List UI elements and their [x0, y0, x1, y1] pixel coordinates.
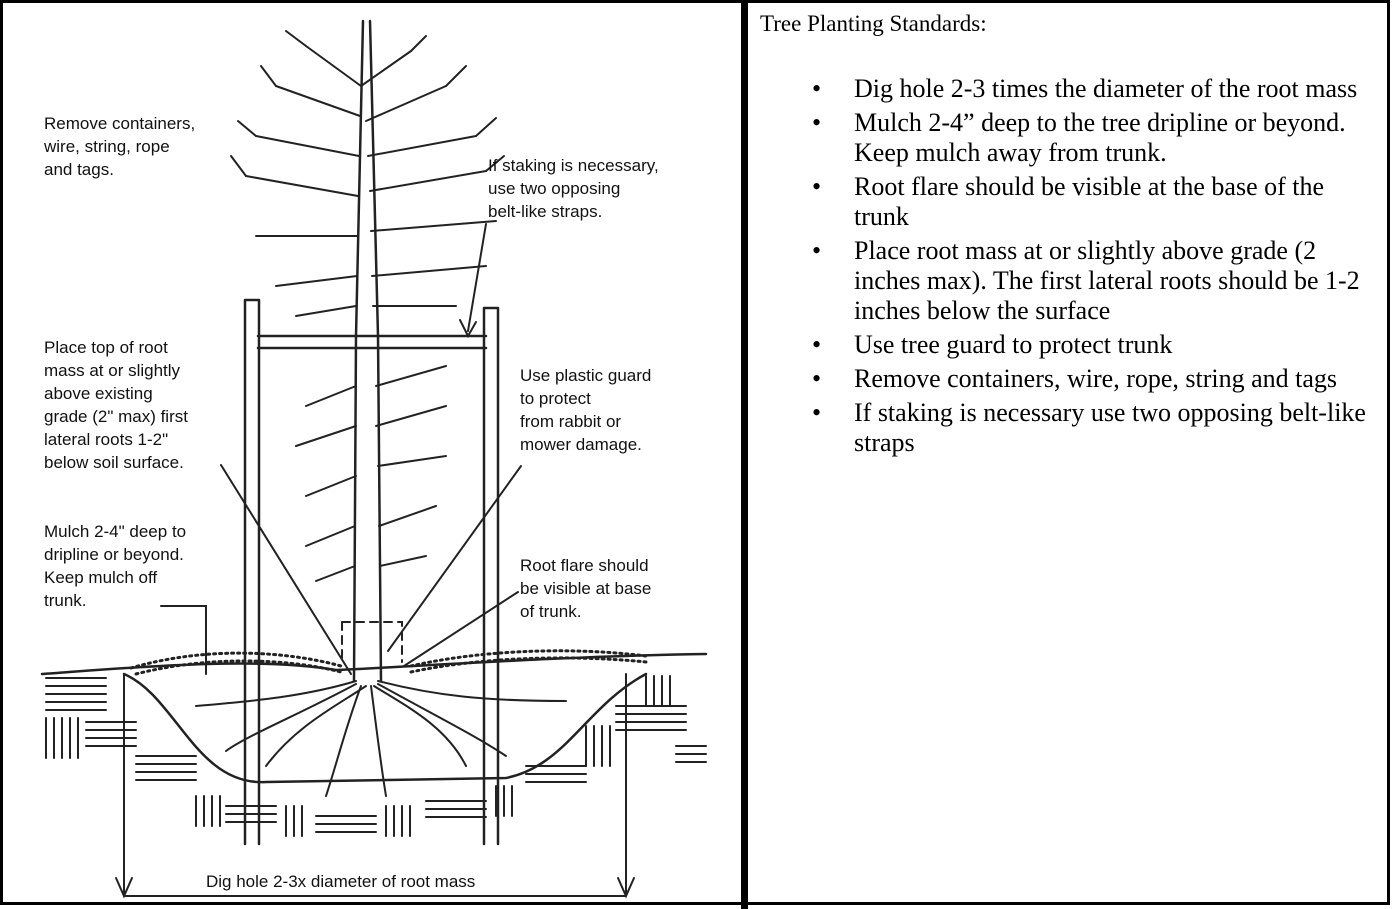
branches: [231, 31, 504, 581]
column-divider: [741, 0, 748, 909]
label-plastic-guard: Use plastic guard to protect from rabbit…: [520, 364, 651, 456]
bullet-icon: •: [812, 172, 821, 202]
root-flare-leader: [404, 592, 518, 666]
root-mass-arrow: [221, 465, 351, 674]
list-item: •Use tree guard to protect trunk: [760, 330, 1380, 360]
label-remove-containers: Remove containers, wire, string, rope an…: [44, 112, 195, 181]
soil-texture: [46, 676, 706, 836]
label-root-flare: Root flare should be visible at base of …: [520, 554, 651, 623]
label-mulch: Mulch 2-4" deep to dripline or beyond. K…: [44, 520, 186, 612]
mulch-layer: [131, 651, 646, 674]
roots: [196, 681, 566, 796]
bullet-icon: •: [812, 364, 821, 394]
list-item: •If staking is necessary use two opposin…: [760, 398, 1380, 458]
right-stake: [484, 308, 498, 844]
plastic-guard-arrow: [388, 466, 521, 651]
bullet-icon: •: [812, 74, 821, 104]
bullet-icon: •: [812, 398, 821, 428]
list-item: •Place root mass at or slightly above gr…: [760, 236, 1380, 326]
bullet-icon: •: [812, 236, 821, 266]
left-stake: [245, 300, 259, 844]
bullet-icon: •: [812, 108, 821, 138]
strap: [258, 336, 486, 348]
bullet-icon: •: [812, 330, 821, 360]
standards-title: Tree Planting Standards:: [760, 10, 1380, 38]
root-flare-box: [342, 622, 402, 662]
label-root-mass: Place top of root mass at or slightly ab…: [44, 336, 188, 474]
list-item: •Root flare should be visible at the bas…: [760, 172, 1380, 232]
tree-planting-diagram: Remove containers, wire, string, rope an…: [6, 6, 736, 903]
standards-panel: Tree Planting Standards: •Dig hole 2-3 t…: [760, 10, 1380, 462]
list-item: •Mulch 2-4” deep to the tree dripline or…: [760, 108, 1380, 168]
label-dig-hole: Dig hole 2-3x diameter of root mass: [202, 870, 479, 893]
label-staking: If staking is necessary, use two opposin…: [488, 154, 659, 223]
list-item: •Remove containers, wire, rope, string a…: [760, 364, 1380, 394]
list-item: •Dig hole 2-3 times the diameter of the …: [760, 74, 1380, 104]
dimension-line: [124, 674, 626, 896]
standards-list: •Dig hole 2-3 times the diameter of the …: [760, 74, 1380, 458]
